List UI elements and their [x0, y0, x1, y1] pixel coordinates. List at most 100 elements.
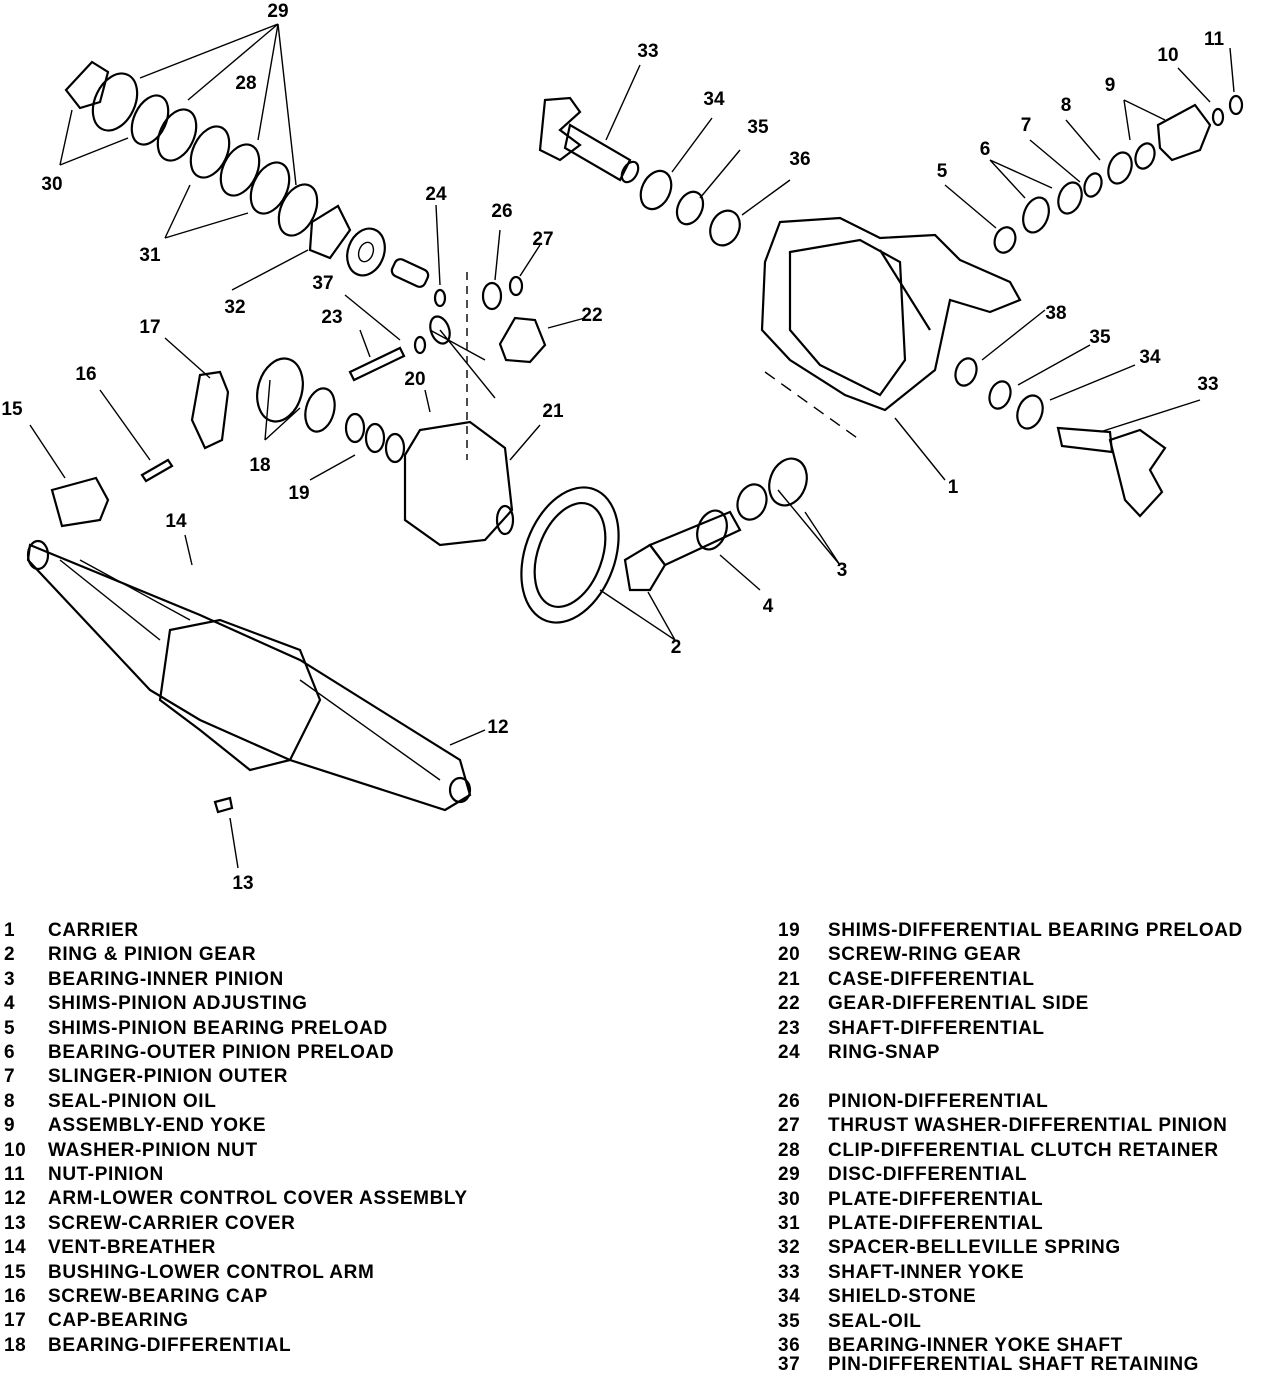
leader-arrows — [29, 23, 1235, 869]
legend-number: 31 — [778, 1213, 801, 1234]
pinion-seal-stack — [993, 94, 1244, 254]
legend-number: 5 — [4, 1017, 16, 1039]
differential-case — [50, 357, 515, 547]
callout-27-upper: 27 — [532, 229, 554, 250]
legend-number: 19 — [778, 920, 801, 941]
legend-label: NUT-PINION — [48, 1164, 164, 1185]
callout-16: 16 — [75, 364, 97, 385]
legend-number: 9 — [4, 1115, 16, 1137]
legend-label: THRUST WASHER-DIFFERENTIAL PINION — [828, 1115, 1228, 1137]
callout-28: 28 — [235, 73, 257, 94]
legend-label: CAP-BEARING — [48, 1310, 189, 1332]
legend-number: 14 — [4, 1237, 27, 1259]
carrier-housing — [760, 216, 1022, 441]
callout-12: 12 — [487, 717, 509, 738]
callout-15: 15 — [1, 399, 23, 420]
legend-label: ASSEMBLY-END YOKE — [48, 1115, 267, 1137]
callout-33-upper: 33 — [637, 41, 659, 62]
clutch-disc-stack — [64, 60, 352, 260]
legend-number: 3 — [4, 968, 16, 990]
legend-number: 21 — [778, 968, 801, 990]
callout-34-upper: 34 — [703, 89, 725, 110]
legend-label: SHIELD-STONE — [828, 1286, 977, 1308]
callout-35-upper: 35 — [747, 117, 769, 138]
callout-31: 31 — [139, 245, 161, 266]
callout-38: 38 — [1045, 303, 1067, 324]
legend-number: 34 — [778, 1286, 801, 1308]
legend-label: SCREW-RING GEAR — [828, 944, 1022, 966]
legend-number: 6 — [4, 1042, 16, 1063]
callout-6: 6 — [979, 139, 991, 160]
callout-18: 18 — [249, 455, 271, 476]
callout-36: 36 — [789, 149, 811, 170]
callout-17: 17 — [139, 317, 161, 338]
legend-label: DISC-DIFFERENTIAL — [828, 1164, 1028, 1186]
callout-1: 1 — [947, 477, 959, 498]
legend-number: 11 — [4, 1164, 26, 1185]
legend-number: 12 — [4, 1188, 27, 1210]
legend-label: BEARING-OUTER PINION PRELOAD — [48, 1042, 395, 1063]
legend-number: 24 — [778, 1042, 801, 1063]
legend-label: BUSHING-LOWER CONTROL ARM — [48, 1261, 375, 1283]
legend-number: 2 — [4, 944, 16, 966]
lower-control-arm — [26, 539, 472, 814]
legend-number: 28 — [778, 1139, 801, 1161]
callout-14: 14 — [165, 511, 187, 532]
callout-8: 8 — [1060, 95, 1072, 116]
legend-label: PIN-DIFFERENTIAL SHAFT RETAINING — [828, 1354, 1200, 1375]
callout-35-lower: 35 — [1089, 327, 1111, 348]
legend-label: PLATE-DIFFERENTIAL — [828, 1188, 1044, 1210]
legend-label: SHAFT-DIFFERENTIAL — [828, 1017, 1045, 1039]
callout-10: 10 — [1157, 45, 1179, 66]
side-gear-left — [346, 227, 386, 277]
legend-number: 8 — [4, 1090, 16, 1112]
callout-23: 23 — [321, 307, 343, 328]
callout-11: 11 — [1203, 29, 1225, 50]
legend-label: PINION-DIFFERENTIAL — [828, 1091, 1049, 1112]
exploded-view-diagram — [26, 23, 1244, 869]
callout-34-lower: 34 — [1139, 347, 1161, 368]
legend-number: 13 — [4, 1212, 27, 1234]
callout-26-upper: 26 — [491, 201, 513, 222]
callout-7: 7 — [1020, 115, 1032, 136]
legend-label: CLIP-DIFFERENTIAL CLUTCH RETAINER — [828, 1139, 1219, 1161]
callout-5: 5 — [936, 161, 948, 182]
legend-label: BEARING-DIFFERENTIAL — [48, 1334, 292, 1356]
legend-number: 18 — [4, 1334, 27, 1356]
callout-4: 4 — [762, 596, 774, 617]
legend-label: BEARING-INNER PINION — [48, 968, 284, 990]
callout-32: 32 — [224, 297, 246, 318]
inner-yoke-shaft-upper — [538, 96, 741, 247]
callout-19: 19 — [288, 483, 310, 504]
legend-label: SCREW-CARRIER COVER — [48, 1212, 296, 1234]
callout-30: 30 — [41, 174, 63, 195]
legend-number: 37 — [778, 1354, 801, 1375]
legend-number: 32 — [778, 1237, 801, 1259]
legend-number: 33 — [778, 1261, 801, 1283]
callout-2: 2 — [670, 637, 682, 658]
legend-number: 1 — [4, 920, 16, 941]
legend-number: 7 — [4, 1066, 16, 1088]
legend-label: CASE-DIFFERENTIAL — [828, 968, 1035, 990]
legend-label: PLATE-DIFFERENTIAL — [828, 1213, 1044, 1234]
legend-number: 22 — [778, 993, 801, 1015]
legend-number: 17 — [4, 1310, 27, 1332]
legend-number: 10 — [4, 1139, 27, 1161]
pinion-shaft-parts — [348, 258, 547, 460]
legend-number: 36 — [778, 1335, 801, 1356]
legend-number: 20 — [778, 944, 801, 966]
legend-number: 26 — [778, 1091, 801, 1112]
legend-label: RING-SNAP — [828, 1042, 941, 1063]
legend-number: 23 — [778, 1017, 801, 1039]
legend-label: SHAFT-INNER YOKE — [828, 1261, 1025, 1283]
callout-20: 20 — [404, 369, 426, 390]
legend-label: SHIMS-PINION BEARING PRELOAD — [48, 1017, 388, 1039]
legend-label: ARM-LOWER CONTROL COVER ASSEMBLY — [48, 1188, 468, 1210]
legend-label: SCREW-BEARING CAP — [48, 1286, 268, 1307]
callout-33-lower: 33 — [1197, 374, 1219, 395]
legend-number: 15 — [4, 1261, 27, 1283]
legend-label: CARRIER — [48, 920, 139, 941]
legend-number: 27 — [778, 1115, 801, 1137]
